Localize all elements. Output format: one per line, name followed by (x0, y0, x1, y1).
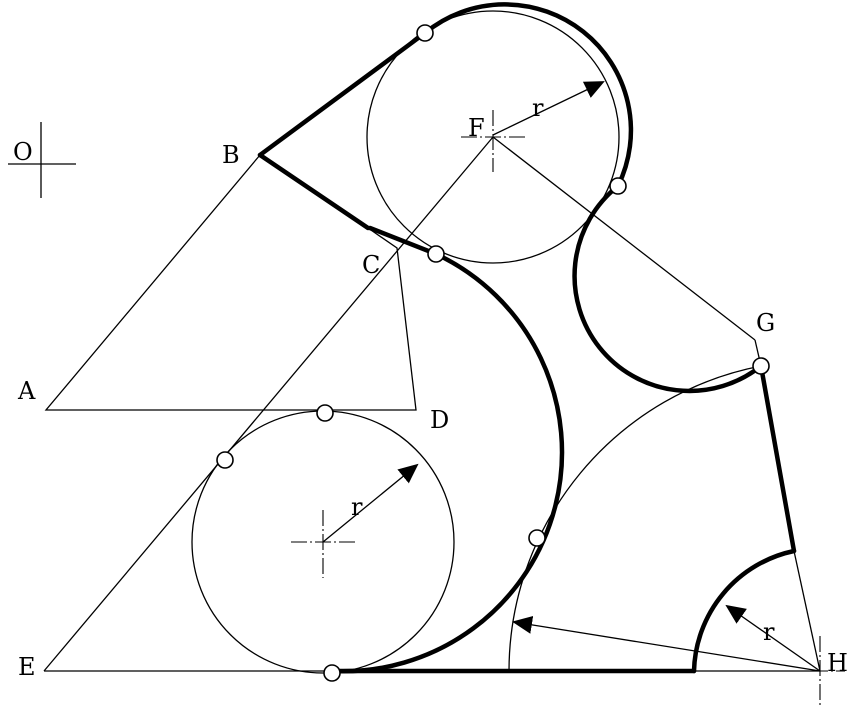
label-h: H (827, 649, 847, 677)
line-r-h-g (793, 550, 821, 672)
center-mark-f (461, 110, 525, 172)
arc-about-h (508, 365, 762, 672)
tangent-point (752, 357, 770, 375)
label-r-corner: r (763, 618, 775, 646)
tangent-point (427, 245, 445, 263)
line-e-to-f (43, 136, 494, 672)
radius-arrow-top (492, 81, 605, 136)
label-r-bottom: r (351, 493, 363, 521)
tangent-point (316, 404, 334, 422)
center-mark-bottom (291, 510, 355, 578)
origin-mark (8, 122, 76, 198)
tangent-point (323, 664, 341, 682)
radius-arrow-bottom (322, 463, 419, 543)
label-g: G (756, 309, 775, 337)
tangent-point (609, 177, 627, 195)
tangent-point (416, 24, 434, 42)
label-e: E (18, 653, 36, 681)
radius-arrow-corner (725, 604, 821, 672)
radius-arrow-long (512, 615, 821, 672)
circle-top-f (366, 10, 620, 264)
label-r-top: r (532, 94, 544, 122)
thick-contour (257, 2, 797, 674)
tangent-points (216, 24, 770, 682)
label-b: B (222, 141, 240, 169)
tangent-point (528, 529, 546, 547)
label-c: C (362, 251, 380, 279)
label-o: O (13, 138, 33, 166)
tangent-point (216, 451, 234, 469)
label-a: A (17, 377, 36, 405)
construction-lines (43, 136, 821, 672)
label-f: F (468, 114, 485, 142)
triangle-abd (44, 154, 417, 411)
line-f-to-g (492, 136, 756, 341)
label-d: D (430, 406, 449, 434)
